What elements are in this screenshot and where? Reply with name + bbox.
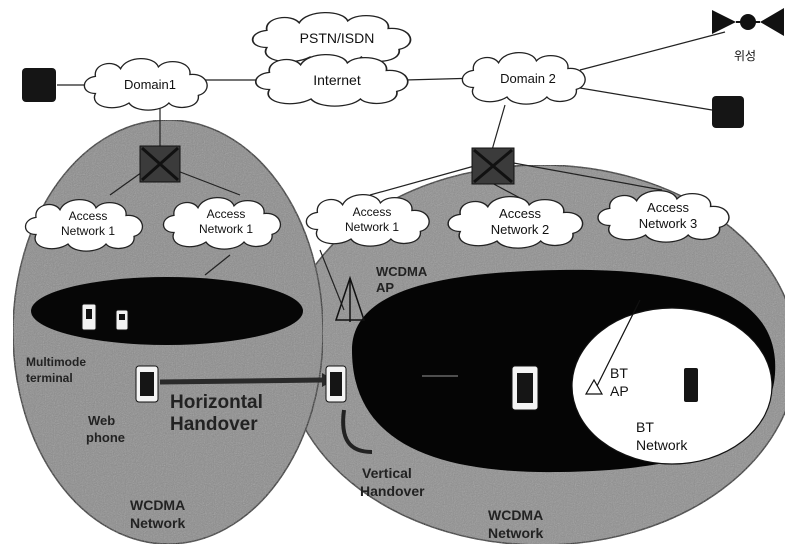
right-server-icon bbox=[712, 96, 744, 128]
internet-label: Internet bbox=[313, 72, 361, 88]
left-access-1b-line1: Access bbox=[207, 207, 246, 221]
bt-ap-line1: BT bbox=[610, 365, 628, 381]
right-access-1-line2: Network 1 bbox=[345, 220, 399, 234]
horizontal-handover-line2: Handover bbox=[170, 414, 258, 435]
right-mobile-phone-icon bbox=[511, 365, 539, 411]
wcdma-ap-antenna-icon bbox=[334, 275, 366, 322]
right-wcdma-line2: Network bbox=[488, 525, 543, 541]
center-mobile-phone-icon bbox=[325, 365, 347, 403]
vertical-handover-line2: Handover bbox=[360, 483, 425, 499]
right-access-3-line1: Access bbox=[647, 200, 689, 215]
multimode-terminal-line2: terminal bbox=[26, 371, 73, 385]
left-server-icon bbox=[22, 68, 56, 102]
web-phone-device-icon bbox=[115, 309, 129, 331]
bt-network-line2: Network bbox=[636, 437, 688, 453]
left-mobile-phone-icon bbox=[135, 365, 159, 403]
horizontal-handover-line1: Horizontal bbox=[170, 392, 263, 413]
multimode-terminal-line1: Multimode bbox=[26, 355, 86, 369]
domain1-label: Domain1 bbox=[124, 77, 176, 92]
bt-ap-line2: AP bbox=[610, 383, 629, 399]
right-access-3-line2: Network 3 bbox=[639, 216, 698, 231]
backbone-links bbox=[57, 31, 726, 311]
left-access-1b-line2: Network 1 bbox=[199, 222, 253, 236]
domain2-label: Domain 2 bbox=[500, 71, 556, 86]
left-dark-region bbox=[31, 277, 303, 345]
left-access-1a-line1: Access bbox=[69, 209, 108, 223]
vertical-handover-arrow bbox=[341, 409, 373, 454]
bt-network-line1: BT bbox=[636, 419, 654, 435]
left-switch-icon bbox=[139, 145, 181, 183]
web-phone-line1: Web bbox=[88, 413, 115, 428]
wcdma-ap-line2: AP bbox=[376, 280, 394, 295]
vertical-handover-line1: Vertical bbox=[362, 465, 412, 481]
satellite-icon bbox=[712, 8, 784, 36]
bt-ap-antenna-icon bbox=[584, 299, 641, 395]
wcdma-ap-line1: WCDMA bbox=[376, 264, 428, 279]
right-access-2-line1: Access bbox=[499, 206, 541, 221]
left-wcdma-line2: Network bbox=[130, 515, 185, 531]
right-wcdma-line1: WCDMA bbox=[488, 507, 543, 523]
right-access-2-line2: Network 2 bbox=[491, 222, 550, 237]
right-access-1-line1: Access bbox=[353, 205, 392, 219]
web-phone-line2: phone bbox=[86, 430, 125, 445]
multimode-device-icon bbox=[81, 303, 97, 331]
right-switch-icon bbox=[471, 147, 515, 185]
left-wcdma-line1: WCDMA bbox=[130, 497, 185, 513]
bt-mobile-phone-icon bbox=[684, 368, 698, 402]
left-access-1a-line2: Network 1 bbox=[61, 224, 115, 238]
pstn-label: PSTN/ISDN bbox=[300, 30, 375, 46]
bt-network-region bbox=[571, 307, 773, 465]
satellite-label: 위성 bbox=[734, 49, 756, 63]
